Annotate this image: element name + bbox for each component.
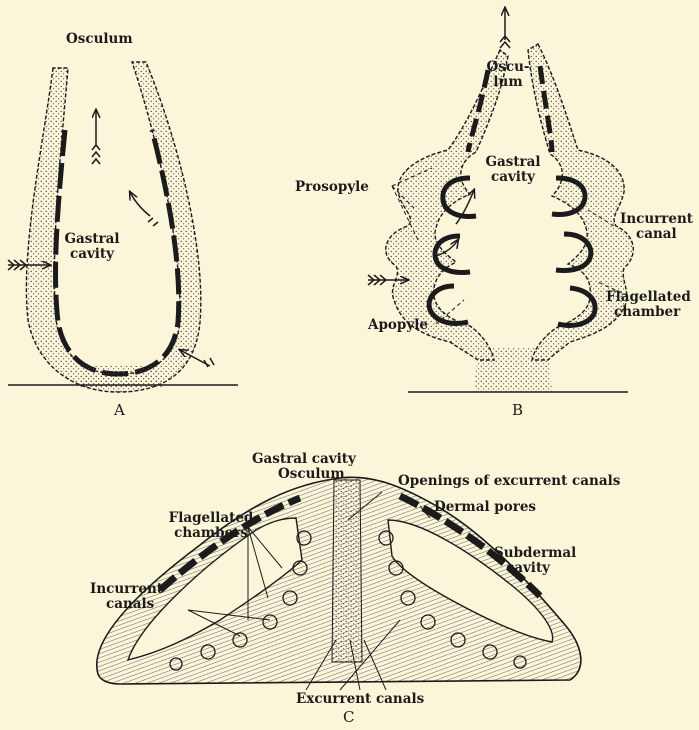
label-c-flagellated-1: Flagellated (168, 511, 254, 526)
panel-letter-c: C (343, 708, 354, 726)
label-c-osculum: Osculum (278, 467, 345, 482)
label-b-osculum-2: lum (478, 75, 538, 90)
label-b-osculum-1: Oscu- (478, 60, 538, 75)
label-a-gastral: Gastral (60, 232, 124, 247)
label-a-cavity: cavity (60, 247, 124, 262)
panel-c-gastral-cavity (332, 480, 362, 662)
label-b-apopyle: Apopyle (368, 318, 428, 333)
label-c-subdermal-2: cavity (506, 561, 550, 576)
label-c-gastral-cavity: Gastral cavity (252, 452, 356, 467)
label-b-flagellated-1: Flagellated (606, 290, 691, 305)
panel-letter-a: A (114, 401, 125, 419)
panel-a-base (76, 366, 164, 388)
label-b-incurrent-2: canal (636, 227, 677, 242)
label-b-flagellated-2: chamber (614, 305, 680, 320)
panel-letter-b: B (512, 401, 523, 419)
label-c-openings: Openings of excurrent canals (398, 474, 620, 489)
label-c-incurrent-1: Incurrent (90, 582, 163, 597)
panel-b-base (474, 348, 552, 392)
label-c-subdermal-1: Subdermal (494, 546, 576, 561)
panel-a-figure (8, 62, 238, 392)
label-b-prosopyle: Prosopyle (295, 180, 369, 195)
label-b-incurrent-1: Incurrent (620, 212, 693, 227)
label-a-osculum: Osculum (66, 32, 133, 47)
label-c-excurrent: Excurrent canals (296, 692, 424, 707)
label-b-gastral: Gastral (478, 155, 548, 170)
label-c-flagellated-2: chambers (168, 526, 254, 541)
label-c-dermal-pores: Dermal pores (434, 500, 536, 515)
label-b-cavity: cavity (478, 170, 548, 185)
label-c-incurrent-2: canals (106, 597, 154, 612)
